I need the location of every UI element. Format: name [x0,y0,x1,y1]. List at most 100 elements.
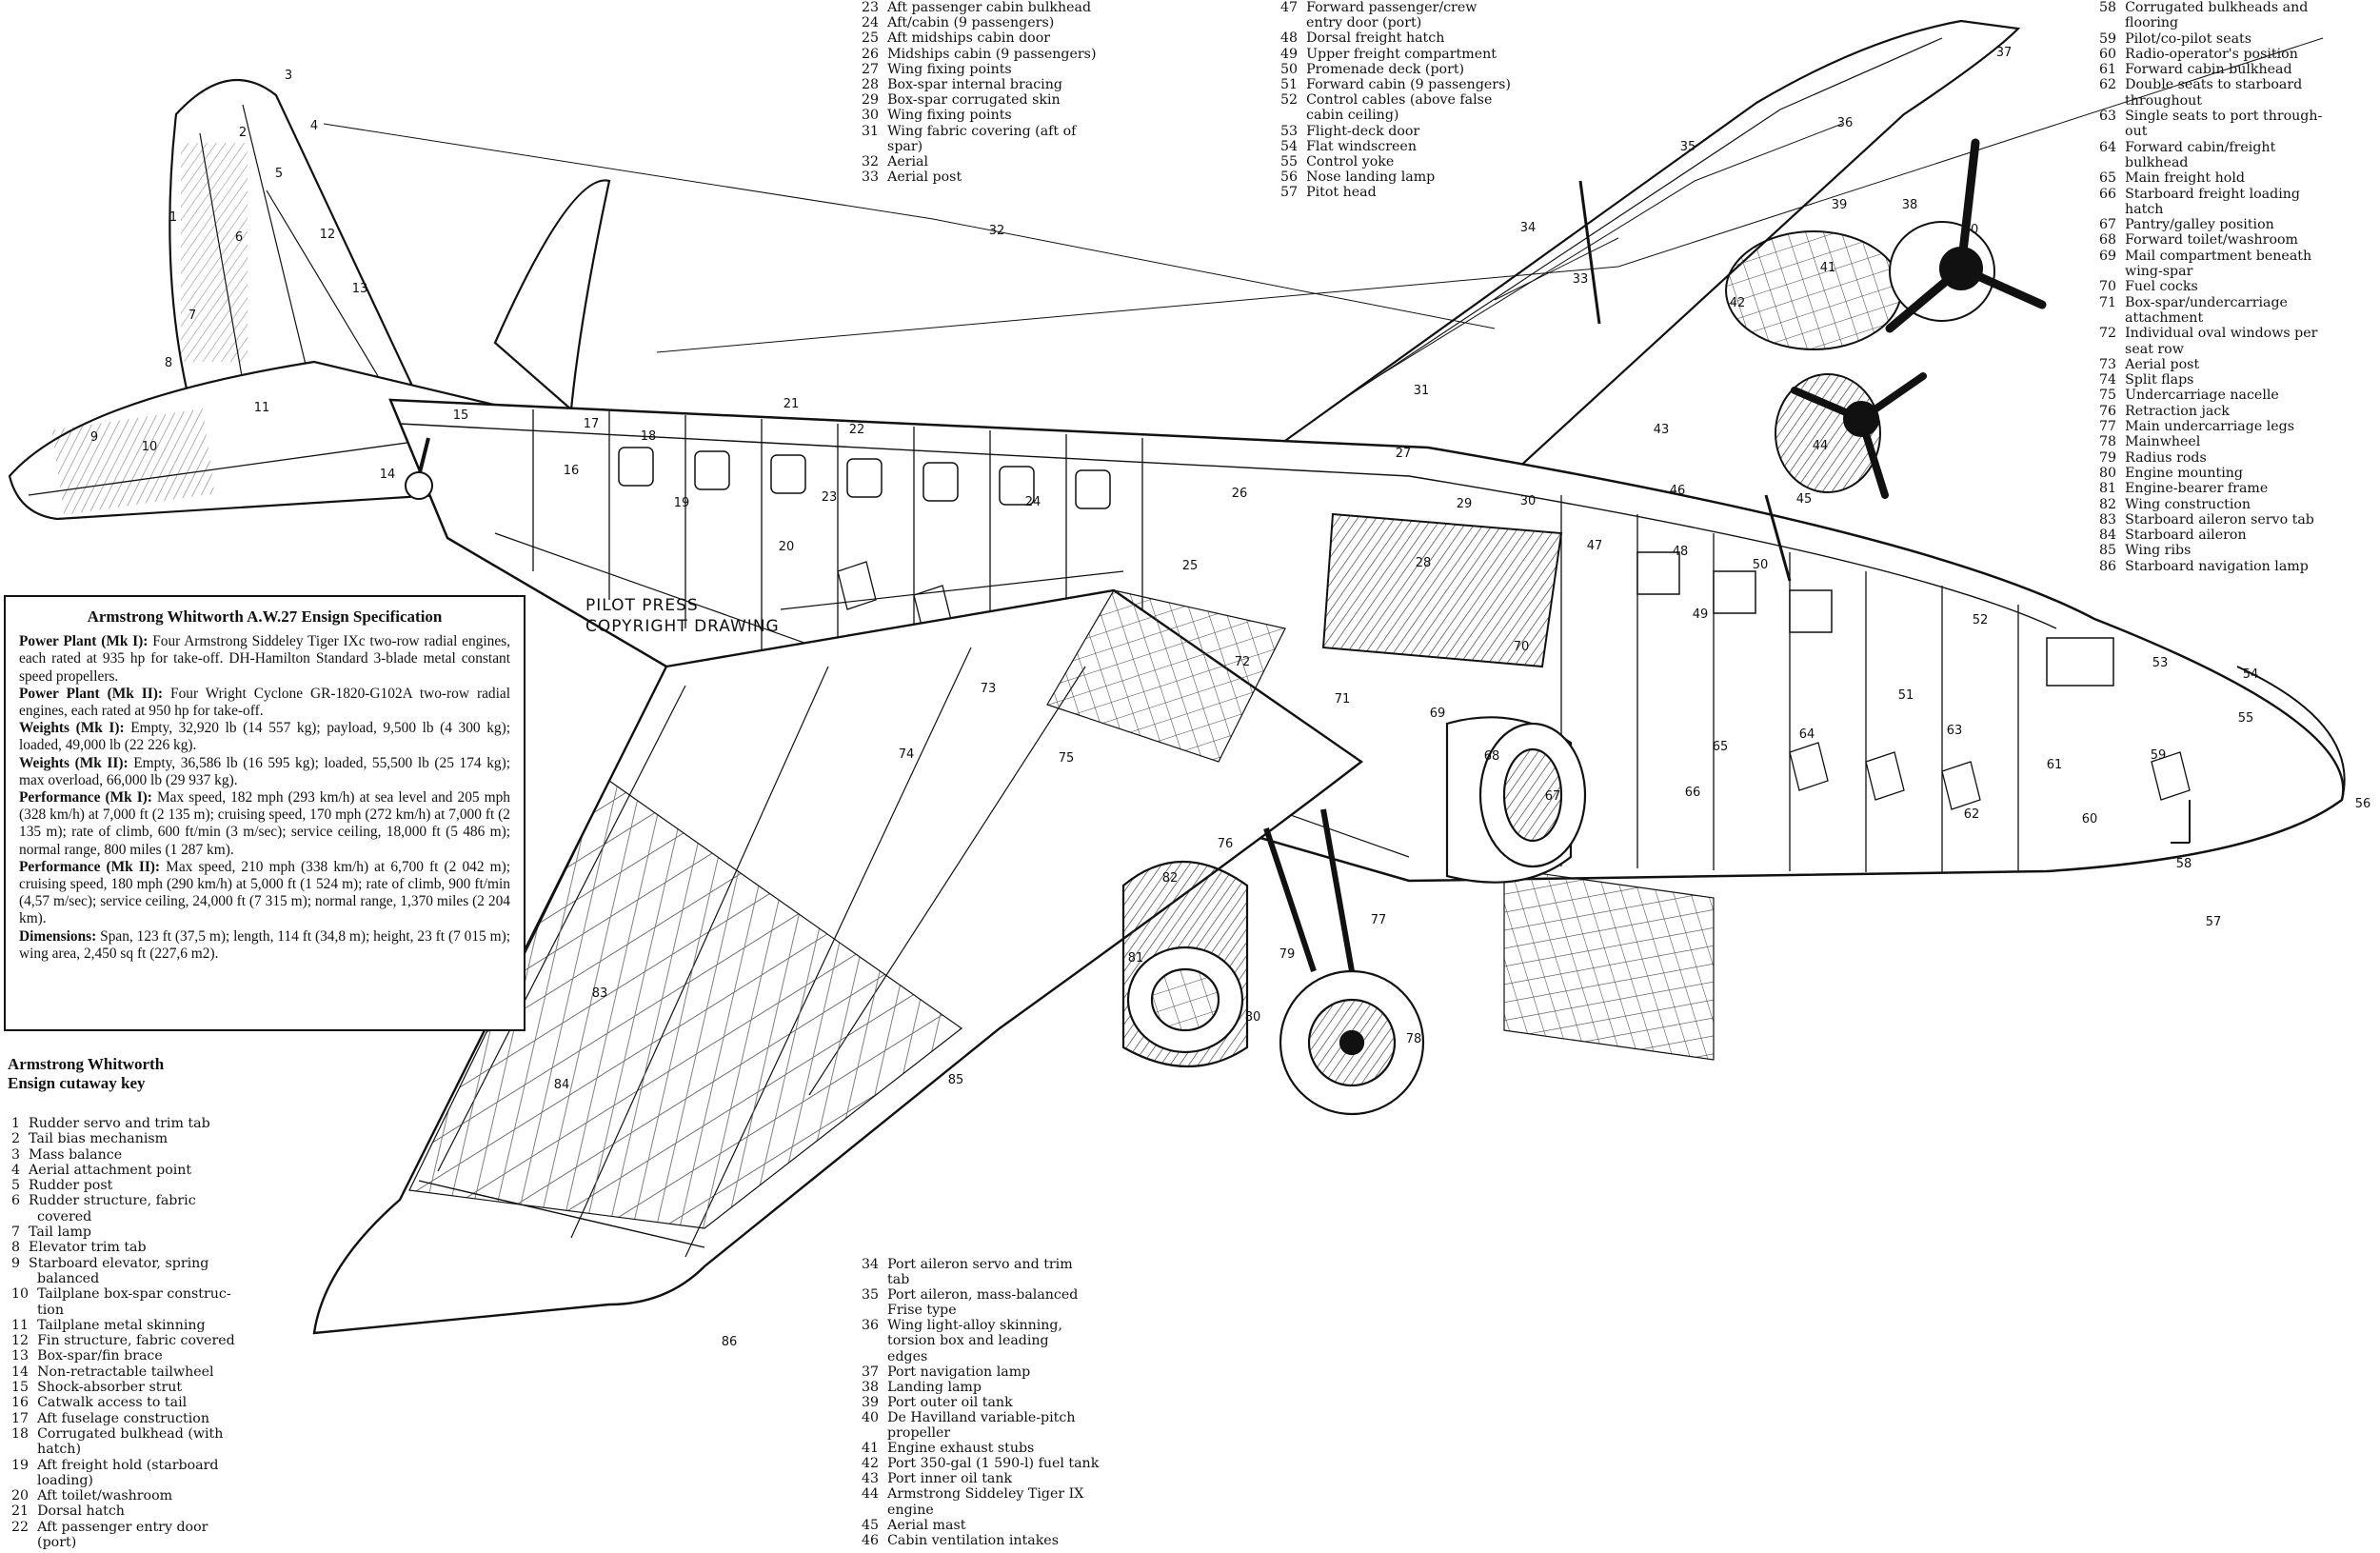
key-item: 17 Aft fuselage construction [11,1410,209,1426]
key-item: entry door (port) [1280,15,1422,31]
callout-41: 41 [1820,261,1836,275]
key-item: 78 Mainwheel [2099,434,2201,450]
callout-80: 80 [1245,1010,1261,1025]
spec-heading: Performance (Mk II): [19,858,161,875]
tail-unit [8,78,611,521]
port-wing [1273,19,2021,535]
callout-75: 75 [1059,751,1075,766]
key-item: 48 Dorsal freight hatch [1280,30,1445,47]
callout-19: 19 [674,496,690,510]
key-item: hatch [2099,201,2164,217]
callout-37: 37 [1996,46,2013,60]
callout-13: 13 [352,282,368,296]
key-item: 13 Box-spar/fin brace [11,1348,163,1364]
spec-heading: Power Plant (Mk I): [19,633,149,650]
key-item: loading) [11,1472,93,1488]
callout-38: 38 [1902,198,1918,212]
callout-22: 22 [849,423,865,437]
key-item: 37 Port navigation lamp [862,1364,1031,1380]
key-item: 11 Tailplane metal skinning [11,1317,206,1333]
key-item: 76 Retraction jack [2099,403,2230,419]
callout-63: 63 [1947,724,1963,738]
key-item: 54 Flat windscreen [1280,138,1417,154]
callout-43: 43 [1654,423,1670,437]
key-item: 43 Port inner oil tank [862,1471,1013,1487]
callout-17: 17 [584,417,600,431]
watermark-line-2: COPYRIGHT DRAWING [585,617,780,636]
key-item: 34 Port aileron servo and trim [862,1257,1073,1272]
key-item: 67 Pantry/galley position [2099,217,2274,233]
key-item: flooring [2099,15,2179,31]
callout-59: 59 [2151,748,2167,763]
callout-76: 76 [1218,837,1234,851]
callout-79: 79 [1279,947,1296,962]
key-item: 22 Aft passenger entry door [11,1519,208,1535]
key-item: 16 Catwalk access to tail [11,1395,188,1411]
callout-46: 46 [1670,484,1686,498]
tailwheel [405,437,433,500]
spec-heading: Weights (Mk I): [19,720,125,737]
key-item: (port) [11,1535,77,1551]
key-item: 80 Engine mounting [2099,465,2243,481]
callout-34: 34 [1520,221,1537,235]
key-item: hatch) [11,1442,81,1458]
key-item: 52 Control cables (above false [1280,92,1493,109]
callout-25: 25 [1182,559,1199,573]
spec-body: Empty, 36,586 lb (16 595 kg); loaded, 55… [19,754,511,788]
callout-60: 60 [2082,812,2098,826]
key-item: 28 Box-spar internal bracing [862,77,1062,93]
callout-55: 55 [2238,711,2254,726]
callout-30: 30 [1520,494,1537,508]
specification-box: Armstrong Whitworth A.W.27 Ensign Specif… [4,595,526,1031]
key-item: 19 Aft freight hold (starboard [11,1457,219,1473]
key-item: cabin ceiling) [1280,108,1399,124]
copyright-watermark: PILOT PRESS COPYRIGHT DRAWING [585,595,780,637]
callout-57: 57 [2206,915,2222,929]
key-item: 24 Aft/cabin (9 passengers) [862,15,1055,31]
key-item: 84 Starboard aileron [2099,528,2247,544]
key-item: 71 Box-spar/undercarriage [2099,294,2288,310]
key-item: wing-spar [2099,264,2193,280]
callout-67: 67 [1545,789,1561,804]
key-item: 59 Pilot/co-pilot seats [2099,30,2252,47]
key-item: 72 Individual oval windows per [2099,326,2318,342]
key-item: bulkhead [2099,154,2189,170]
key-item: out [2099,124,2148,140]
callout-81: 81 [1128,951,1144,966]
callout-29: 29 [1457,497,1473,511]
key-item: 77 Main undercarriage legs [2099,419,2295,435]
key-item: 82 Wing construction [2099,496,2251,512]
spec-paragraph: Dimensions: Span, 123 ft (37,5 m); lengt… [19,928,510,963]
cutaway-key-title: Armstrong Whitworth Ensign cutaway key [8,1055,164,1093]
callout-62: 62 [1964,807,1980,822]
key-item: 79 Radius rods [2099,449,2207,466]
key-item: 25 Aft midships cabin door [862,30,1051,47]
callout-45: 45 [1796,492,1813,507]
key-item: 31 Wing fabric covering (aft of [862,123,1077,139]
port-engine-nacelles [1725,138,2047,499]
callout-23: 23 [822,490,838,505]
key-item: 75 Undercarriage nacelle [2099,388,2279,404]
key-item: 70 Fuel cocks [2099,279,2198,295]
callout-26: 26 [1232,487,1248,501]
callout-24: 24 [1025,495,1041,509]
callout-31: 31 [1414,384,1430,398]
callout-18: 18 [641,429,657,444]
spec-body: Four Armstrong Siddeley Tiger IXc two-ro… [19,633,510,685]
callout-49: 49 [1693,607,1709,622]
key-item: 29 Box-spar corrugated skin [862,92,1061,109]
key-item: 86 Starboard navigation lamp [2099,558,2309,574]
key-item: 1 Rudder servo and trim tab [11,1116,210,1131]
spec-paragraph: Power Plant (Mk I): Four Armstrong Sidde… [19,633,510,686]
key-item: 60 Radio-operator's position [2099,46,2298,62]
key-item: 8 Elevator trim tab [11,1240,147,1256]
callout-32: 32 [989,224,1005,238]
key-item: 4 Aerial attachment point [11,1162,192,1178]
key-item: 21 Dorsal hatch [11,1503,125,1520]
callout-27: 27 [1396,447,1412,461]
callout-72: 72 [1235,655,1251,669]
key-item: edges [862,1348,928,1364]
